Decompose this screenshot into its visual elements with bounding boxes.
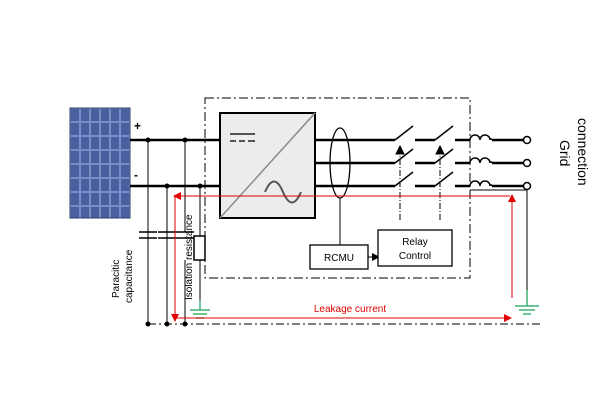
dc-bus-lines: [130, 138, 220, 188]
relay-label-line2: Control: [399, 251, 431, 262]
rcmu-label: RCMU: [324, 253, 354, 264]
grid-inductors: [469, 134, 493, 187]
paracitic-label-line1: Paracitic: [111, 260, 122, 298]
leakage-current-path: [171, 192, 516, 322]
grid-connection-label-line2: connection: [575, 118, 591, 186]
relay-actuator-arrows: [395, 144, 445, 220]
grid-connection-label-line1: Grid: [557, 140, 573, 166]
dc-ac-converter: [219, 112, 316, 219]
paracitic-capacitor-2: [158, 231, 176, 239]
isolation-resistance-label: Isolation resistance: [184, 214, 195, 300]
rcmu-block: RCMU: [309, 244, 369, 270]
ground-symbol-right: [515, 290, 539, 315]
paracitic-capacitor-3: [176, 231, 194, 239]
paracitic-capacitor-1: [139, 231, 157, 239]
grid-neutral-line: [470, 189, 528, 290]
relay-label-line1: Relay: [402, 237, 428, 248]
plus-terminal-label: +: [134, 119, 141, 133]
ac-output-lines: [315, 138, 523, 188]
paracitic-label-line2: capacitance: [124, 249, 135, 303]
ground-symbol-left: [190, 300, 210, 319]
grid-terminals: [522, 135, 532, 191]
minus-terminal-label: -: [134, 168, 138, 182]
pv-panel: [69, 107, 131, 219]
inverter-enclosure: [204, 97, 471, 279]
isolation-resistor: [193, 235, 206, 261]
relay-switches: [394, 125, 454, 187]
leakage-current-label: Leakage current: [314, 304, 386, 315]
relay-control-block: Relay Control: [377, 229, 453, 267]
